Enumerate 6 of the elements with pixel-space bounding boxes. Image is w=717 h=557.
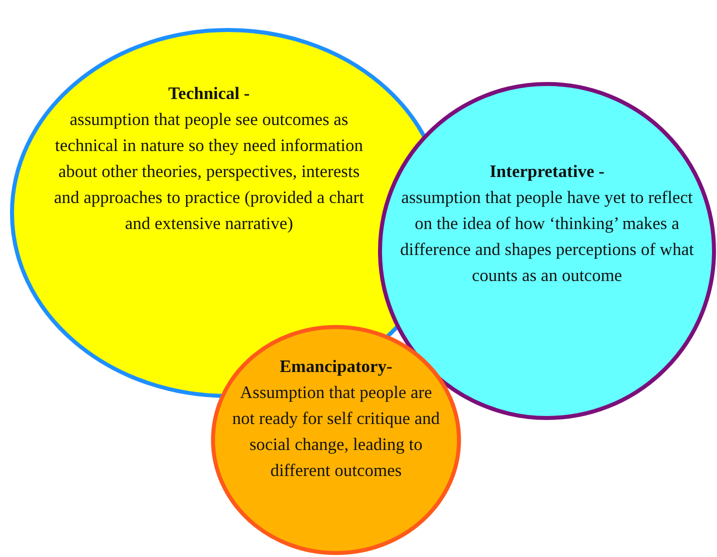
- circle-description: assumption that people have yet to reflect on the idea of how ‘thinking’ makes a difference and shapes perceptions of what counts as an outcome: [399, 186, 695, 287]
- circle-description: assumption that people see outcomes as technical in nature so they need information about other theories, perspectives, interests and approaches to practice (provided a chart and extensive narrative): [53, 108, 365, 235]
- circle-heading: Interpretative -: [490, 160, 604, 183]
- circle-heading: Emancipatory-: [280, 355, 392, 378]
- circle-description: Assumption that people are not ready for self critique and social change, leading to different outcomes: [231, 381, 441, 482]
- circle-heading: Technical -: [168, 82, 250, 105]
